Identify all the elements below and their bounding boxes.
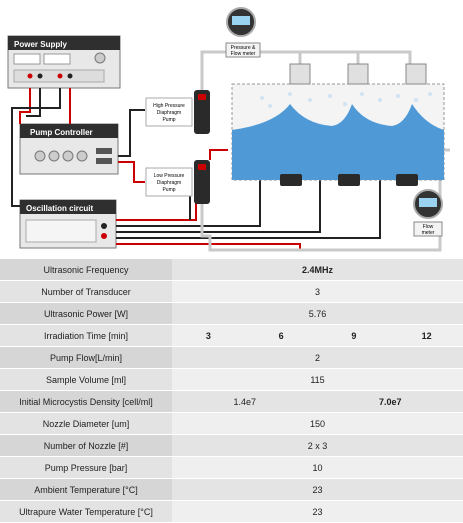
flow-meter: Flow meter (414, 190, 442, 236)
parameter-value: 23 (172, 479, 463, 501)
parameter-value: 23 (172, 501, 463, 523)
oscillation-circuit: Oscillation circuit (20, 200, 116, 248)
parameter-value: 2.4MHz (172, 259, 463, 281)
experimental-setup-diagram: Power Supply Pump Controller Oscillation… (0, 0, 463, 258)
high-pressure-pump: High Pressure Diaphragm Pump (146, 90, 210, 134)
parameter-row: Ambient Temperature [°C]23 (0, 479, 463, 501)
parameter-row: Nozzle Diameter [um]150 (0, 413, 463, 435)
parameter-row: Number of Nozzle [#]2 x 3 (0, 435, 463, 457)
parameter-label: Sample Volume [ml] (0, 369, 172, 391)
parameter-row: Ultrasonic Power [W]5.76 (0, 303, 463, 325)
low-pressure-pump: Low Pressure Diaphragm Pump (146, 160, 210, 204)
parameter-value-option: 12 (390, 331, 463, 341)
svg-text:meter: meter (422, 230, 435, 236)
power-supply: Power Supply (8, 36, 120, 88)
svg-text:Pump: Pump (162, 117, 175, 123)
parameter-row: Ultrapure Water Temperature [°C]23 (0, 501, 463, 523)
parameter-label: Ultrapure Water Temperature [°C] (0, 501, 172, 523)
parameter-label: Number of Nozzle [#] (0, 435, 172, 457)
parameter-label: Pump Pressure [bar] (0, 457, 172, 479)
parameter-value-option: 3 (172, 331, 245, 341)
parameter-row: Sample Volume [ml]115 (0, 369, 463, 391)
parameter-row: Pump Pressure [bar]10 (0, 457, 463, 479)
parameter-label: Pump Flow[L/min] (0, 347, 172, 369)
parameter-value: 3 (172, 281, 463, 303)
parameter-value: 2 x 3 (172, 435, 463, 457)
parameter-row: Pump Flow[L/min]2 (0, 347, 463, 369)
power-supply-label: Power Supply (14, 40, 67, 49)
svg-text:High Pressure: High Pressure (153, 103, 185, 109)
svg-text:Flow meter: Flow meter (231, 51, 256, 57)
pressure-flow-meter: Pressure & Flow meter (226, 8, 260, 57)
svg-text:Diaphragm: Diaphragm (157, 180, 181, 186)
treatment-chamber (232, 64, 444, 186)
svg-text:Diaphragm: Diaphragm (157, 110, 181, 116)
parameter-label: Ambient Temperature [°C] (0, 479, 172, 501)
parameter-label: Number of Transducer (0, 281, 172, 303)
parameter-label: Initial Microcystis Density [cell/ml] (0, 391, 172, 413)
parameter-label: Nozzle Diameter [um] (0, 413, 172, 435)
parameter-label: Ultrasonic Power [W] (0, 303, 172, 325)
parameter-value: 2 (172, 347, 463, 369)
parameter-value-option: 6 (245, 331, 318, 341)
parameter-value: 5.76 (172, 303, 463, 325)
pump-controller: Pump Controller (20, 124, 118, 174)
svg-text:Low Pressure: Low Pressure (154, 173, 185, 179)
parameter-label: Ultrasonic Frequency (0, 259, 172, 281)
parameter-row: Initial Microcystis Density [cell/ml]1.4… (0, 391, 463, 413)
pump-controller-label: Pump Controller (30, 128, 93, 137)
svg-text:Pump: Pump (162, 187, 175, 193)
parameter-value-option: 9 (318, 331, 391, 341)
oscillation-circuit-label: Oscillation circuit (26, 204, 93, 213)
parameter-value-option: 7.0e7 (318, 397, 463, 407)
parameter-value: 150 (172, 413, 463, 435)
parameter-value: 115 (172, 369, 463, 391)
parameter-value: 10 (172, 457, 463, 479)
parameter-value-option: 1.4e7 (172, 397, 318, 407)
parameter-label: Irradiation Time [min] (0, 325, 172, 347)
